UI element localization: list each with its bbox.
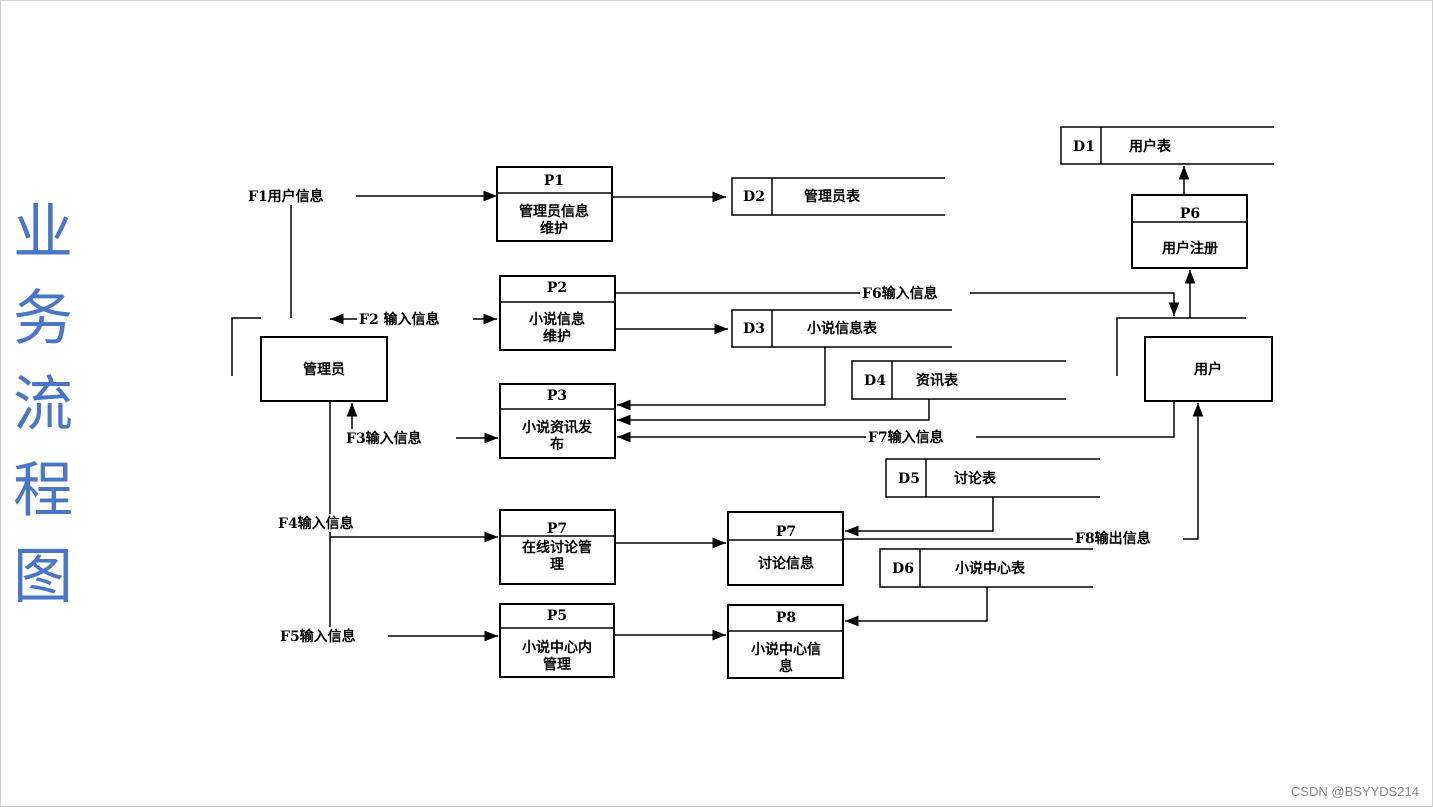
process-id: P7 — [547, 521, 567, 537]
flow-f7 — [617, 401, 1175, 443]
process-p7-online-discussion: P7 在线讨论管 理 — [499, 509, 616, 585]
process-name: 维护 — [543, 328, 571, 345]
side-title-char: 务 — [13, 284, 73, 354]
side-title-char: 流 — [13, 370, 73, 440]
process-id: P2 — [547, 280, 567, 296]
side-title: 业 务 流 程 图 — [8, 190, 78, 620]
process-p1: P1 管理员信息 维护 — [496, 166, 613, 242]
store-name: 讨论表 — [954, 470, 997, 487]
store-d6: D6 小说中心表 — [879, 548, 1093, 588]
process-name: 理 — [550, 557, 564, 573]
flow-d3-p3 — [617, 347, 826, 411]
flow-label-f1: F1用户信息 — [248, 188, 324, 205]
flow-f8 — [843, 403, 1204, 540]
side-title-char: 图 — [13, 542, 73, 612]
store-d3: D3 小说信息表 — [731, 309, 952, 348]
process-id: P1 — [544, 173, 564, 189]
flow-f6 — [615, 292, 1180, 316]
store-d4: D4 资讯表 — [851, 360, 1066, 400]
flow-label-f8: F8输出信息 — [1075, 530, 1151, 547]
store-id: D1 — [1073, 139, 1095, 155]
store-name: 用户表 — [1129, 138, 1172, 155]
store-name: 小说中心表 — [955, 560, 1026, 577]
flow-label-f7: F7输入信息 — [868, 429, 944, 446]
side-title-char: 程 — [13, 456, 73, 526]
process-name: 管理 — [543, 656, 571, 673]
process-name: 小说资讯发 — [522, 419, 593, 436]
flow-d4-p3 — [617, 399, 930, 426]
entity-admin: 管理员 — [231, 317, 388, 402]
store-id: D3 — [743, 321, 765, 337]
process-p6: P6 用户注册 — [1131, 194, 1248, 269]
process-id: P7 — [776, 524, 796, 540]
process-p5: P5 小说中心内 管理 — [499, 603, 615, 678]
process-id: P3 — [547, 388, 567, 404]
watermark: CSDN @BSYYDS214 — [1290, 784, 1419, 799]
process-name: 维护 — [540, 220, 568, 237]
store-d1: D1 用户表 — [1060, 126, 1274, 165]
process-p2: P2 小说信息 维护 — [499, 275, 616, 351]
store-name: 资讯表 — [916, 372, 959, 389]
flow-d6-p8 — [845, 587, 988, 627]
store-name: 管理员表 — [804, 188, 861, 205]
entity-admin-label: 管理员 — [303, 361, 345, 378]
store-id: D6 — [892, 561, 914, 577]
process-id: P8 — [776, 610, 796, 626]
store-id: D4 — [864, 373, 886, 389]
store-d5: D5 讨论表 — [885, 458, 1100, 498]
process-p8: P8 小说中心信 息 — [727, 604, 844, 679]
flow-label-f4: F4输入信息 — [278, 515, 354, 532]
process-name: 用户注册 — [1162, 240, 1218, 257]
flow-d5-p7b — [845, 497, 994, 537]
process-name: 小说信息 — [529, 311, 585, 328]
flow-label-f3: F3输入信息 — [346, 430, 422, 447]
side-title-char: 业 — [13, 198, 73, 268]
process-id: P5 — [547, 608, 567, 624]
process-name: 小说中心内 — [522, 639, 592, 656]
process-p3: P3 小说资讯发 布 — [499, 383, 616, 459]
process-name: 在线讨论管 — [522, 539, 592, 556]
process-name: 小说中心信 — [751, 641, 821, 658]
process-name: 讨论信息 — [758, 555, 814, 572]
flow-f1 — [290, 190, 497, 318]
store-id: D2 — [743, 189, 765, 205]
flow-label-f5: F5输入信息 — [280, 628, 356, 645]
process-id: P6 — [1180, 206, 1200, 222]
process-p7-discussion-info: P7 讨论信息 — [727, 511, 844, 586]
process-name: 管理员信息 — [519, 203, 589, 220]
store-name: 小说信息表 — [807, 320, 878, 337]
process-name: 息 — [779, 658, 793, 675]
flow-label-f6: F6输入信息 — [862, 285, 938, 302]
entity-user: 用户 — [1116, 317, 1273, 402]
process-name: 布 — [550, 436, 564, 453]
store-id: D5 — [898, 471, 920, 487]
entity-user-label: 用户 — [1194, 361, 1222, 378]
store-d2: D2 管理员表 — [731, 177, 945, 216]
flow-label-f2: F2 输入信息 — [359, 311, 440, 328]
